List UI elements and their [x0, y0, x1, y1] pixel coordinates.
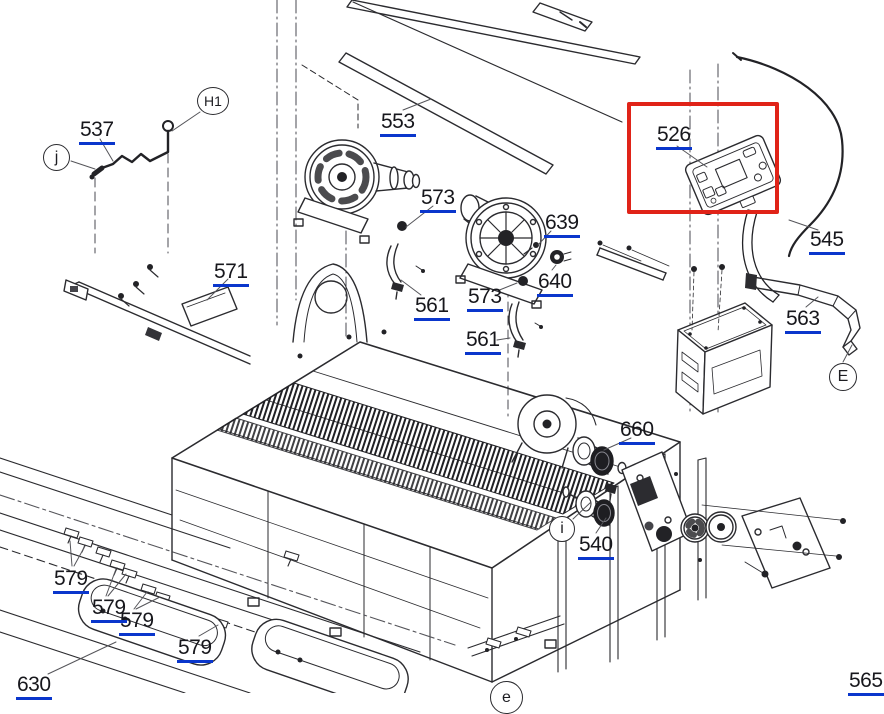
part-label-545[interactable]: 545: [809, 229, 845, 255]
part-label-526[interactable]: 526: [656, 124, 692, 150]
control-panel-526: [684, 134, 782, 216]
top-rails: [301, 0, 641, 175]
part-label-630[interactable]: 630: [16, 674, 52, 700]
part-label-579[interactable]: 579: [91, 597, 127, 623]
ribbon-cable-563: [745, 273, 861, 356]
blower-motor-right: [455, 194, 547, 309]
part-label-563[interactable]: 563: [785, 308, 821, 334]
callout-H1: H1: [197, 87, 229, 115]
part-label-540[interactable]: 540: [578, 534, 614, 560]
part-label-640[interactable]: 640: [537, 271, 573, 297]
guide-strips-561-573: [386, 221, 543, 358]
gear-train: [621, 451, 846, 589]
part-label-571[interactable]: 571: [213, 261, 249, 287]
cable-537: [89, 120, 174, 180]
part-label-573[interactable]: 573: [467, 286, 503, 312]
bracket-571: [63, 264, 251, 365]
panel-housing: [675, 264, 773, 415]
diagram-line-art: [0, 0, 861, 693]
part-label-579[interactable]: 579: [119, 610, 155, 636]
part-label-561[interactable]: 561: [414, 295, 450, 321]
bottom-right-rail-565: [467, 615, 565, 657]
blower-motor-left: [293, 139, 421, 244]
mount-strip: [596, 240, 670, 281]
part-label-660[interactable]: 660: [619, 419, 655, 445]
part-label-537[interactable]: 537: [79, 119, 115, 145]
highlight-box-526: [627, 102, 779, 214]
foot-pads-630: [77, 578, 409, 693]
part-label-573[interactable]: 573: [420, 187, 456, 213]
part-label-561[interactable]: 561: [465, 329, 501, 355]
part-label-639[interactable]: 639: [544, 212, 580, 238]
part-label-553[interactable]: 553: [380, 111, 416, 137]
part-label-579[interactable]: 579: [177, 637, 213, 663]
callout-e: e: [490, 681, 523, 714]
main-chassis: [171, 263, 707, 683]
part-label-565[interactable]: 565: [848, 670, 884, 696]
leader-lines: [47, 98, 853, 675]
screw-639-grommet-640: [523, 242, 572, 264]
part-label-579[interactable]: 579: [53, 568, 89, 594]
callout-j: j: [43, 144, 70, 171]
callout-i: i: [549, 516, 575, 542]
callout-E: E: [829, 363, 857, 391]
